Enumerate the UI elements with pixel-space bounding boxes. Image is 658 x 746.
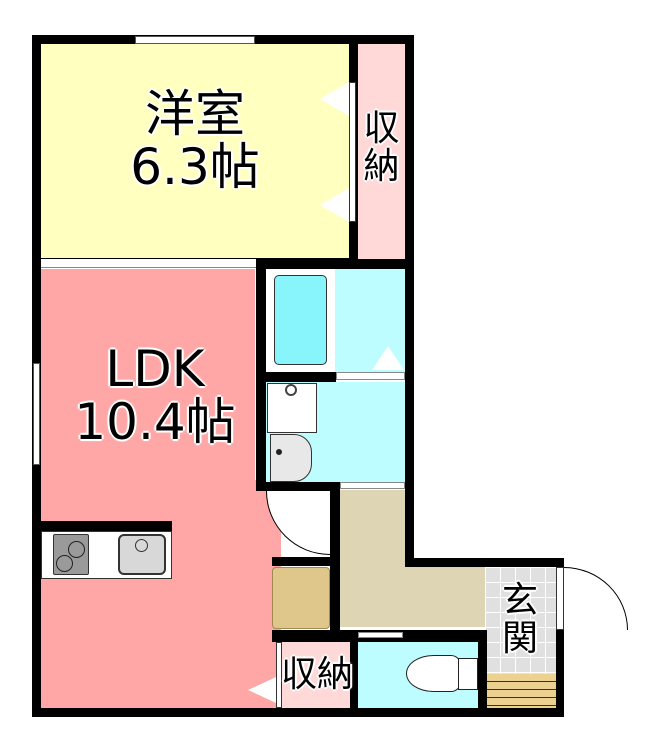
closet-door-arrow	[320, 82, 349, 116]
ldk-size: 10.4帖	[74, 392, 236, 451]
closet-bottom-label: 収納	[280, 654, 353, 695]
ldk-room-lower	[41, 480, 281, 708]
wall-entrance-top	[405, 558, 564, 567]
entrance-char2: 関	[501, 617, 538, 659]
burner-icon	[56, 555, 73, 572]
wash-basin	[270, 434, 312, 482]
entrance-door-frame	[556, 567, 564, 630]
entrance-step	[487, 674, 556, 708]
hallway-lower	[340, 567, 485, 627]
closet-bottom-arrow	[248, 677, 276, 703]
wall-toilet-entrance	[478, 630, 487, 708]
western-room-size: 6.3帖	[130, 137, 260, 196]
closet-bottom-door	[276, 642, 282, 708]
closet-top	[358, 44, 405, 259]
closet-top-char1: 収	[363, 108, 400, 149]
wall-closet-toilet	[350, 642, 358, 708]
wash-door	[340, 482, 405, 489]
western-room	[41, 44, 349, 259]
wall-bottom	[32, 708, 564, 717]
wash-basin-drain	[276, 449, 282, 455]
wall-fridge-top	[272, 557, 340, 566]
ldk-name: LDK	[105, 340, 205, 398]
toilet-door	[358, 632, 403, 638]
toilet-bowl	[406, 655, 461, 692]
sink-drain-icon	[135, 539, 148, 552]
closet-top-char2: 納	[363, 145, 400, 187]
entrance-door-swing[interactable]	[564, 567, 628, 630]
fridge-space	[272, 567, 330, 629]
bath-door	[336, 372, 405, 380]
closet-bottom	[282, 642, 350, 708]
ldk-label: LDK 10.4帖	[55, 343, 255, 448]
toilet-tank	[458, 658, 478, 690]
wall-bath-bottom	[256, 372, 336, 382]
entrance	[485, 567, 556, 674]
wall-entrance-right	[556, 630, 564, 717]
washer-drain-icon	[285, 384, 297, 396]
bath-vent-icon	[372, 346, 404, 370]
western-room-bottom-edge	[41, 258, 349, 268]
entrance-label: 玄 関	[490, 582, 550, 658]
entrance-char1: 玄	[501, 580, 538, 621]
wall-hall-left	[330, 491, 340, 641]
closet-door-arrow	[320, 188, 349, 222]
wall-entrance-right-top	[556, 558, 564, 567]
western-room-name: 洋室	[145, 85, 245, 143]
bathtub-basin	[274, 275, 327, 365]
window-top	[135, 36, 255, 44]
closet-top-label: 収 納	[358, 110, 405, 186]
burner-icon	[68, 541, 85, 558]
window-left	[33, 363, 40, 465]
kitchen-wall	[41, 521, 172, 531]
closet-door	[349, 82, 356, 222]
wall-bath-top	[256, 259, 414, 269]
wall-right-upper	[405, 35, 414, 567]
wall-wash-bottom	[256, 482, 340, 491]
western-room-label: 洋室 6.3帖	[100, 88, 290, 193]
